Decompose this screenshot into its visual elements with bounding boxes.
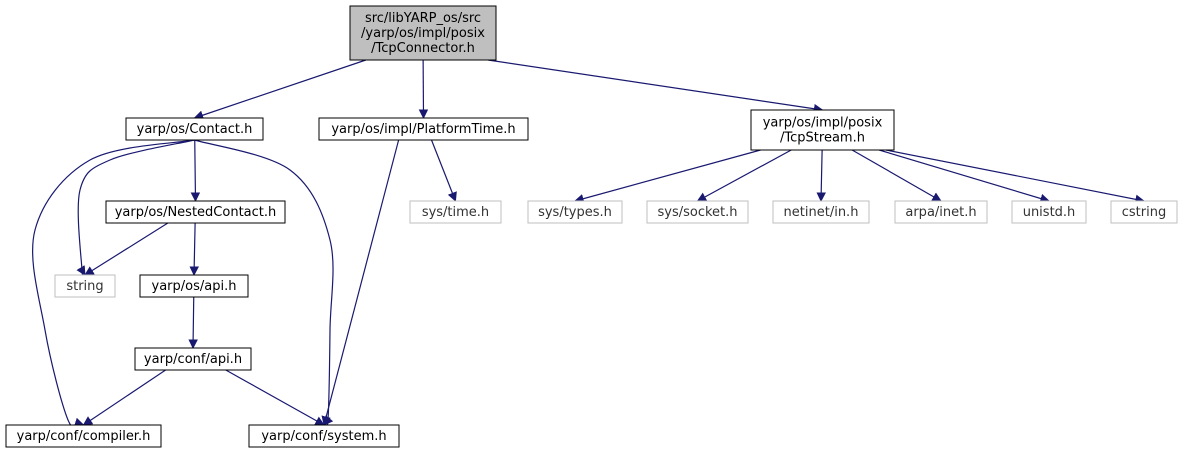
- node-systime: sys/time.h: [409, 200, 502, 224]
- edge-platformtime-to-system: [321, 139, 400, 426]
- node-label-systime: sys/time.h: [422, 205, 489, 220]
- edge-confapi-to-compiler: [82, 369, 166, 426]
- edge-tcpstream-to-syssocket: [696, 149, 792, 202]
- node-label-confapi: yarp/conf/api.h: [144, 352, 242, 367]
- edge-tcpstream-to-cstring: [885, 149, 1145, 205]
- node-box-osapi: [139, 274, 249, 298]
- node-label-osapi: yarp/os/api.h: [152, 279, 237, 294]
- edge-tcpstream-to-netinet: [816, 149, 826, 202]
- node-label-nestedcontact: yarp/os/NestedContact.h: [115, 205, 277, 220]
- node-box-platformtime: [318, 117, 529, 141]
- node-label-tcpstream: yarp/os/impl/posix: [763, 116, 883, 131]
- node-osapi[interactable]: yarp/os/api.h: [139, 274, 249, 298]
- node-label-compiler: yarp/conf/compiler.h: [17, 429, 151, 444]
- node-label-arpa: arpa/inet.h: [905, 205, 976, 220]
- node-box-confapi: [134, 347, 252, 371]
- node-box-arpa: [894, 200, 988, 224]
- node-unistd: unistd.h: [1011, 200, 1087, 224]
- edge-confapi-to-system: [225, 369, 325, 426]
- edge-platformtime-to-systime: [430, 139, 457, 202]
- edge-osapi-to-confapi: [188, 296, 198, 349]
- node-contact[interactable]: yarp/os/Contact.h: [125, 117, 264, 141]
- node-label-system: yarp/conf/system.h: [261, 429, 386, 444]
- node-label-netinet: netinet/in.h: [784, 205, 859, 220]
- edge-root-to-tcpstream: [487, 59, 824, 114]
- node-root[interactable]: src/libYARP_os/src/yarp/os/impl/posix/Tc…: [349, 5, 497, 61]
- node-box-root: [349, 5, 497, 61]
- node-label-root: /TcpConnector.h: [371, 41, 475, 56]
- edge-tcpstream-to-systypes: [574, 149, 761, 204]
- node-box-tcpstream: [750, 109, 895, 151]
- node-arpa: arpa/inet.h: [894, 200, 988, 224]
- node-netinet: netinet/in.h: [772, 200, 870, 224]
- node-tcpstream[interactable]: yarp/os/impl/posix/TcpStream.h: [750, 109, 895, 151]
- edge-tcpstream-to-arpa: [851, 149, 942, 202]
- edge-contact-to-nestedcontact: [190, 139, 201, 202]
- node-box-systime: [409, 200, 502, 224]
- node-cstring: cstring: [1110, 200, 1178, 224]
- node-box-systypes: [527, 200, 623, 224]
- node-system[interactable]: yarp/conf/system.h: [248, 424, 400, 448]
- node-label-string: string: [66, 279, 103, 294]
- edge-tcpstream-to-unistd: [878, 149, 1050, 204]
- nodes-layer: src/libYARP_os/src/yarp/os/impl/posix/Tc…: [5, 5, 1178, 448]
- node-label-root: /yarp/os/impl/posix: [361, 26, 485, 41]
- node-box-string: [54, 274, 116, 298]
- node-nestedcontact[interactable]: yarp/os/NestedContact.h: [105, 200, 286, 224]
- node-label-syssocket: sys/socket.h: [657, 205, 737, 220]
- node-box-contact: [125, 117, 264, 141]
- node-box-compiler: [5, 424, 162, 448]
- node-label-platformtime: yarp/os/impl/PlatformTime.h: [331, 122, 515, 137]
- node-string: string: [54, 274, 116, 298]
- node-label-contact: yarp/os/Contact.h: [137, 122, 253, 137]
- node-confapi[interactable]: yarp/conf/api.h: [134, 347, 252, 371]
- node-box-netinet: [772, 200, 870, 224]
- node-platformtime[interactable]: yarp/os/impl/PlatformTime.h: [318, 117, 529, 141]
- edge-contact-to-compiler: [32, 139, 195, 429]
- edge-root-to-contact: [193, 59, 367, 120]
- node-box-cstring: [1110, 200, 1178, 224]
- node-box-nestedcontact: [105, 200, 286, 224]
- node-label-tcpstream: /TcpStream.h: [780, 131, 865, 146]
- node-box-system: [248, 424, 400, 448]
- edge-nestedcontact-to-osapi: [189, 222, 199, 276]
- node-label-unistd: unistd.h: [1023, 205, 1076, 220]
- edges-layer: [32, 59, 1145, 429]
- node-systypes: sys/types.h: [527, 200, 623, 224]
- node-box-syssocket: [646, 200, 749, 224]
- node-compiler[interactable]: yarp/conf/compiler.h: [5, 424, 162, 448]
- node-syssocket: sys/socket.h: [646, 200, 749, 224]
- node-box-unistd: [1011, 200, 1087, 224]
- node-label-root: src/libYARP_os/src: [365, 11, 481, 26]
- node-label-cstring: cstring: [1122, 205, 1166, 220]
- node-label-systypes: sys/types.h: [538, 205, 612, 220]
- edge-nestedcontact-to-string: [84, 222, 169, 276]
